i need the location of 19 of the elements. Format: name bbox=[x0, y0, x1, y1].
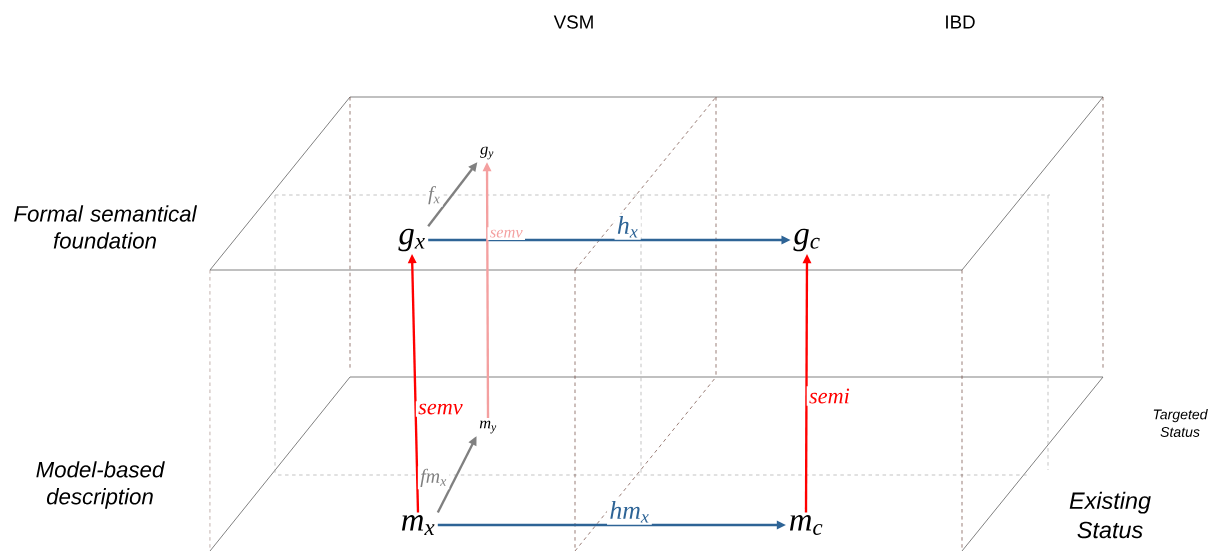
edge-label: h$_{x}$ bbox=[614, 213, 641, 240]
text-label: Targeted Status bbox=[1153, 409, 1208, 437]
text-label: Existing Status bbox=[1069, 491, 1151, 539]
math-symbol: g$_{c}$ bbox=[793, 228, 820, 252]
edge-label: f$_{x}$ bbox=[425, 183, 443, 207]
edge-label: semi bbox=[806, 386, 853, 406]
edge-label: semv bbox=[487, 227, 525, 240]
text-label: IBD bbox=[946, 15, 975, 29]
edge-label: hm$_{x}$ bbox=[607, 498, 652, 525]
text-label: VSM bbox=[553, 15, 593, 29]
math-symbol: m$_{y}$ bbox=[479, 420, 497, 434]
math-symbol: g$_{x}$ bbox=[398, 228, 425, 252]
text-label: Model-based description bbox=[36, 461, 165, 509]
text-label: Formal semantical foundation bbox=[14, 205, 197, 249]
math-symbol: g$_{y}$ bbox=[480, 146, 494, 160]
math-symbol: m$_{c}$ bbox=[789, 515, 823, 536]
edge-label: fm$_{x}$ bbox=[417, 466, 450, 490]
edge-label: semv bbox=[415, 401, 465, 417]
math-symbol: m$_{x}$ bbox=[401, 515, 435, 535]
